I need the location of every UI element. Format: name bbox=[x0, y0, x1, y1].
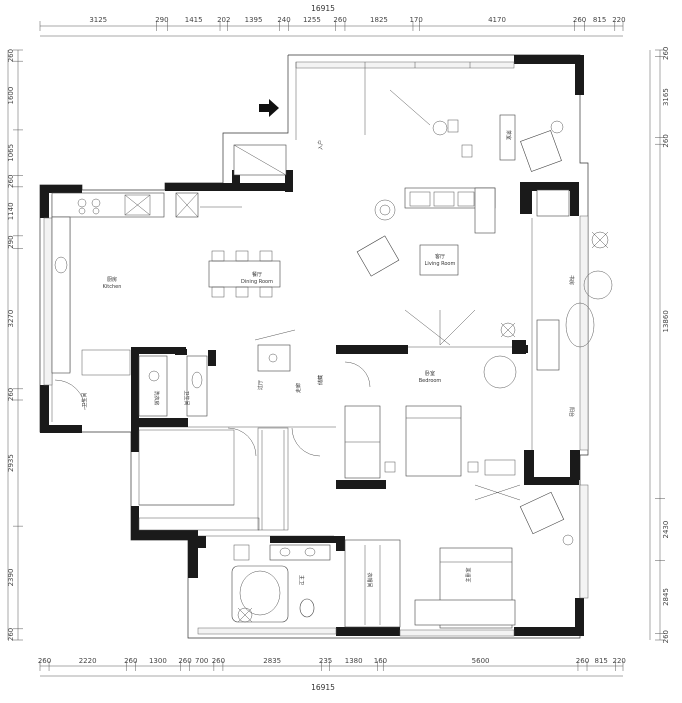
left-dim-10: 260 bbox=[7, 628, 15, 641]
right-dim-6: 260 bbox=[662, 630, 670, 643]
plant-icon bbox=[237, 607, 253, 623]
left-dim-1: 1600 bbox=[7, 87, 15, 105]
left-dim-5: 290 bbox=[7, 235, 15, 248]
kitchen-label: 厨房 bbox=[107, 276, 117, 283]
left-dim-6: 3270 bbox=[7, 310, 15, 328]
top-dim-2: 1415 bbox=[185, 16, 203, 24]
study-label: 书房 bbox=[568, 275, 575, 285]
laundry-bath: 洗衣房 卫生间 bbox=[54, 349, 260, 531]
master-bath: 主卫 bbox=[231, 544, 331, 623]
left-dim-8: 2935 bbox=[7, 454, 15, 472]
bottom-dim-7: 2835 bbox=[263, 657, 281, 665]
corridor-label: 走廊 bbox=[295, 383, 302, 393]
right-dim-0: 260 bbox=[662, 47, 670, 60]
living-label: 客厅 bbox=[435, 253, 445, 260]
master-bedroom: 主卧室 bbox=[414, 484, 574, 629]
bedroom1-label: 卧室 bbox=[425, 370, 435, 377]
bottom-dim-6: 260 bbox=[212, 657, 225, 665]
plant-icon bbox=[591, 231, 609, 249]
bottom-dim-9: 1380 bbox=[345, 657, 363, 665]
bottom-dim-11: 5600 bbox=[472, 657, 490, 665]
top-dimensions: 16915 3125 290 1415 202 1395 240 1255 260 1825 17… bbox=[39, 4, 626, 37]
living-area: 客厅 Living Room bbox=[356, 187, 496, 346]
storage-label: 储藏 bbox=[317, 375, 324, 385]
entry-label: 入户 bbox=[317, 140, 324, 150]
top-dim-0: 3125 bbox=[89, 16, 107, 24]
top-dim-1: 290 bbox=[155, 16, 168, 24]
bath2-label: 卫生间 bbox=[81, 392, 88, 407]
total-width-top: 16915 bbox=[311, 4, 335, 13]
dining-area: 餐厅 Dining Room bbox=[208, 250, 281, 298]
entry-foyer: 入户 bbox=[233, 62, 324, 176]
bottom-dim-3: 1300 bbox=[149, 657, 167, 665]
right-dim-3: 13860 bbox=[662, 310, 670, 332]
bottom-dimensions: 16915 260 2220 260 1300 260 700 260 2835 235 1380… bbox=[38, 657, 626, 692]
plant-icon bbox=[500, 322, 516, 338]
top-dim-8: 1825 bbox=[370, 16, 388, 24]
bottom-dim-8: 235 bbox=[319, 657, 332, 665]
bottom-dim-13: 815 bbox=[594, 657, 607, 665]
bottom-dim-2: 260 bbox=[124, 657, 137, 665]
laundry-label: 洗衣房 bbox=[153, 390, 160, 405]
left-dim-4: 1140 bbox=[7, 202, 15, 220]
top-dim-10: 4170 bbox=[488, 16, 506, 24]
tea-label: 茶室 bbox=[505, 130, 512, 140]
kitchen-label-en: Kitchen bbox=[103, 284, 122, 290]
left-dim-7: 260 bbox=[7, 388, 15, 401]
left-dim-9: 2390 bbox=[7, 569, 15, 587]
entry-arrow-icon bbox=[259, 99, 279, 117]
bath1-label: 卫生间 bbox=[183, 390, 190, 405]
top-dim-9: 170 bbox=[409, 16, 422, 24]
bottom-dim-10: 160 bbox=[374, 657, 387, 665]
walls bbox=[40, 55, 584, 636]
left-dimensions: 260 1600 1065 260 1140 290 3270 260 2935 2390 260 bbox=[7, 49, 23, 641]
closet-label: 衣帽间 bbox=[366, 572, 373, 587]
total-width-bottom: 16915 bbox=[311, 683, 335, 692]
top-dim-6: 1255 bbox=[303, 16, 321, 24]
master-bath-label: 主卫 bbox=[298, 575, 305, 585]
master-label: 主卧室 bbox=[465, 567, 472, 582]
right-dimensions: 260 3165 260 13860 2430 2845 260 bbox=[649, 47, 670, 643]
windows bbox=[43, 61, 589, 637]
right-dim-2: 260 bbox=[662, 134, 670, 147]
living-label-en: Living Room bbox=[425, 261, 456, 267]
balcony-label: 阳台 bbox=[568, 407, 575, 417]
bottom-dim-12: 260 bbox=[576, 657, 589, 665]
hall-label: 过厅 bbox=[257, 380, 264, 390]
top-dim-7: 260 bbox=[333, 16, 346, 24]
top-dim-13: 220 bbox=[612, 16, 625, 24]
dining-label: 餐厅 bbox=[252, 271, 262, 278]
dining-label-en: Dining Room bbox=[241, 279, 273, 285]
left-dim-2: 1065 bbox=[7, 144, 15, 162]
bottom-dim-14: 220 bbox=[612, 657, 625, 665]
bottom-dim-5: 700 bbox=[195, 657, 208, 665]
bottom-dim-0: 260 bbox=[38, 657, 51, 665]
top-dim-5: 240 bbox=[277, 16, 290, 24]
corridor: 过厅 走廊 储藏 bbox=[227, 329, 324, 531]
top-dim-12: 815 bbox=[593, 16, 606, 24]
tea-room: 茶室 bbox=[364, 68, 564, 172]
right-dim-5: 2845 bbox=[662, 588, 670, 606]
study-area: 书房 阳台 bbox=[500, 189, 613, 450]
bottom-dim-4: 260 bbox=[178, 657, 191, 665]
top-dim-3: 202 bbox=[217, 16, 230, 24]
top-dim-11: 260 bbox=[573, 16, 586, 24]
left-dim-3: 260 bbox=[7, 175, 15, 188]
closet: 衣帽间 bbox=[344, 539, 401, 628]
bedroom-1: 卧室 Bedroom bbox=[344, 355, 517, 479]
left-dim-0: 260 bbox=[7, 49, 15, 62]
kitchen-area: 厨房 Kitchen bbox=[51, 192, 242, 374]
top-dim-4: 1395 bbox=[245, 16, 263, 24]
bottom-dim-1: 2220 bbox=[79, 657, 97, 665]
bedroom1-label-en: Bedroom bbox=[419, 378, 442, 384]
right-dim-4: 2430 bbox=[662, 521, 670, 539]
right-dim-1: 3165 bbox=[662, 88, 670, 106]
